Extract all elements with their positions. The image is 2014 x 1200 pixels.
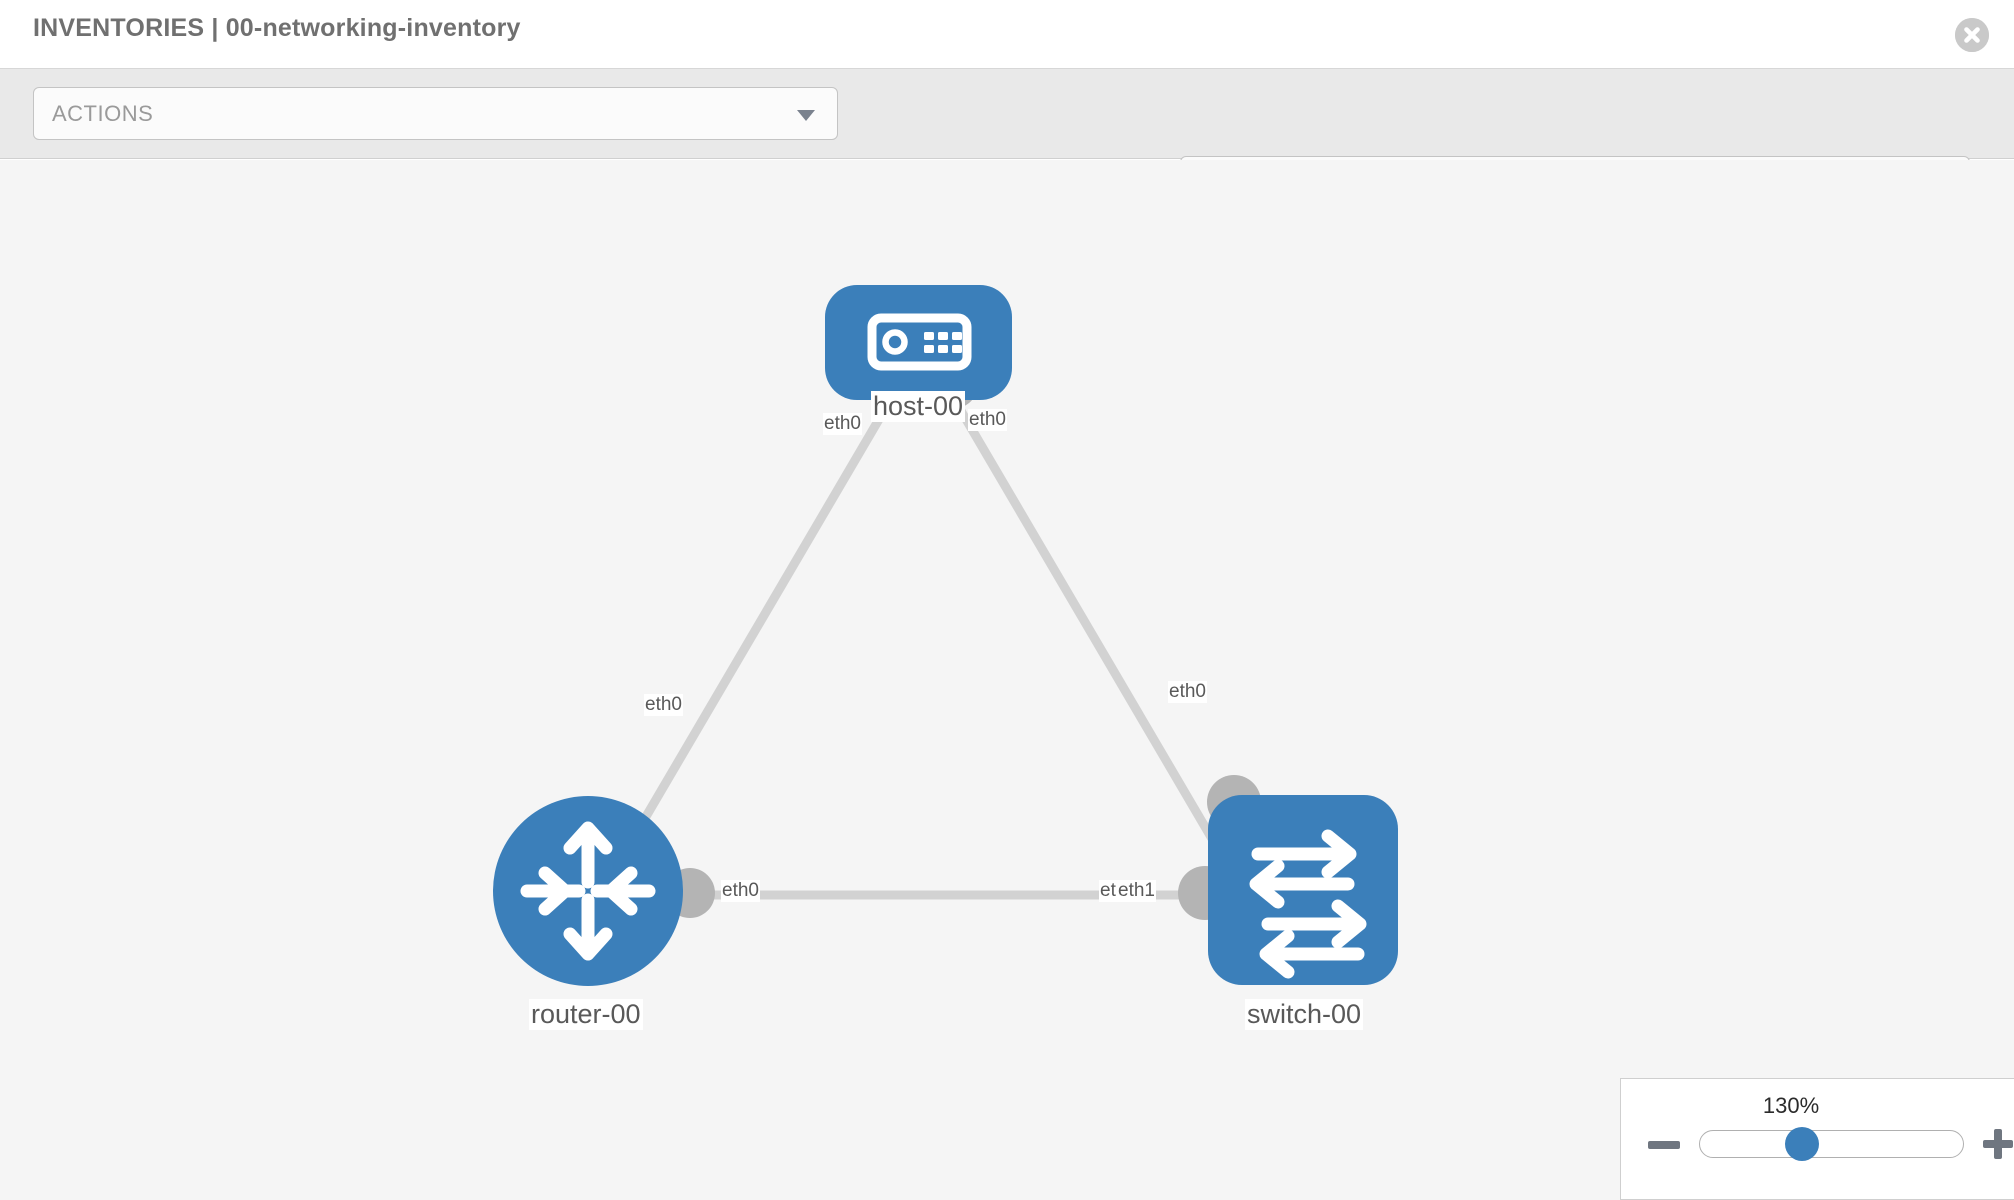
iface-label-host-eth0-left: eth0	[823, 413, 862, 435]
iface-label-switch-eth0-uplink: eth0	[1168, 681, 1207, 703]
zoom-slider-thumb[interactable]	[1785, 1127, 1819, 1161]
router-arrows-icon	[520, 821, 656, 961]
topology-graph	[493, 285, 1398, 986]
actions-dropdown-label: ACTIONS	[52, 101, 154, 126]
page-title: INVENTORIES | 00-networking-inventory	[33, 14, 521, 42]
node-label-switch-00[interactable]: switch-00	[1245, 999, 1364, 1031]
node-label-host-00[interactable]: host-00	[871, 391, 966, 423]
node-switch-00	[1208, 795, 1398, 985]
chevron-down-icon	[797, 110, 815, 121]
server-icon	[867, 313, 972, 371]
topology-canvas[interactable]: host-00 router-00 switch-00 eth0 eth0 et…	[0, 160, 2014, 1200]
iface-label-router-eth0-lan: eth0	[721, 880, 760, 902]
iface-label-switch-eth1: eth1	[1117, 880, 1156, 902]
iface-label-host-eth0-right: eth0	[968, 409, 1007, 431]
close-icon[interactable]	[1955, 18, 1989, 52]
minus-icon[interactable]	[1648, 1141, 1680, 1149]
node-host-00	[825, 285, 1012, 400]
toolbar: ACTIONS SEARCH	[0, 69, 2014, 209]
page-header: INVENTORIES | 00-networking-inventory	[0, 0, 2014, 69]
iface-label-router-eth0-uplink: eth0	[644, 694, 683, 716]
zoom-level-value: 130%	[1762, 1093, 1820, 1118]
plus-icon[interactable]	[1983, 1129, 2013, 1159]
actions-dropdown[interactable]: ACTIONS	[33, 87, 838, 140]
switch-arrows-icon	[1249, 829, 1367, 979]
zoom-control-panel: 130%	[1620, 1078, 2014, 1200]
node-router-00	[493, 796, 683, 986]
node-label-router-00[interactable]: router-00	[529, 999, 643, 1031]
zoom-slider-track[interactable]	[1699, 1130, 1964, 1158]
link-edges	[596, 372, 1249, 900]
